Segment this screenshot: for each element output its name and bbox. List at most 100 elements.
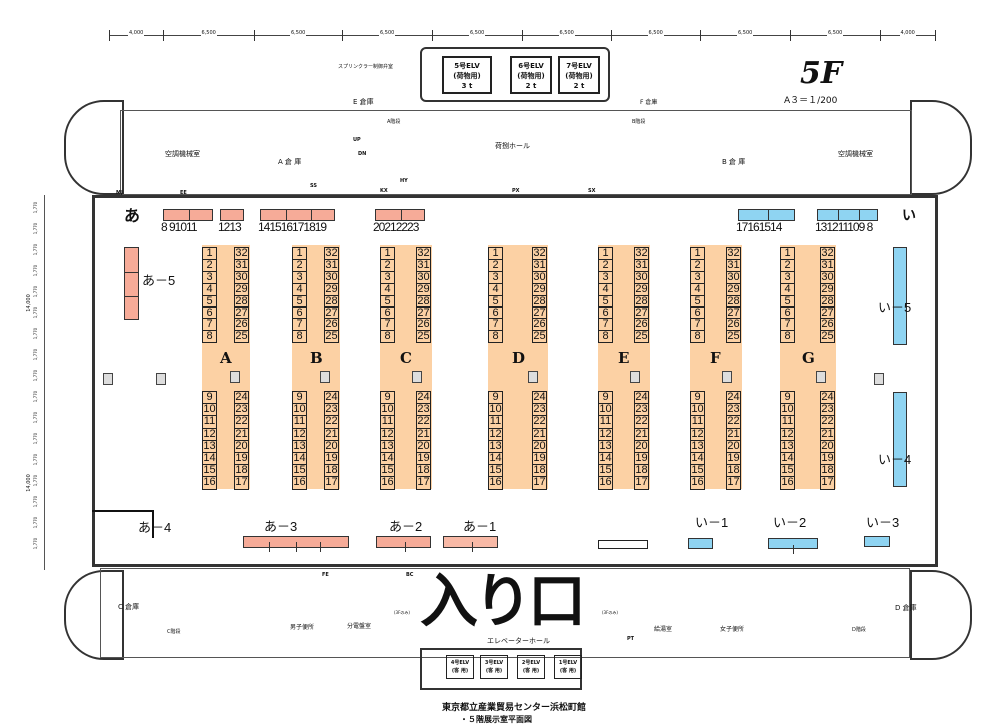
booth-i3[interactable] (864, 536, 890, 547)
booth-B-16[interactable]: 16 (292, 476, 307, 490)
booth-D-12[interactable]: 12 (488, 427, 503, 441)
top-booth-group[interactable] (260, 209, 335, 221)
booth-C-13[interactable]: 13 (380, 439, 395, 453)
booth-G-23[interactable]: 23 (820, 403, 835, 417)
booth-A-8[interactable]: 8 (202, 330, 217, 344)
booth-a2[interactable] (376, 536, 431, 552)
booth-G-21[interactable]: 21 (820, 427, 835, 441)
booth-E-23[interactable]: 23 (634, 403, 649, 417)
booth-F-20[interactable]: 20 (726, 439, 741, 453)
booth-A-22[interactable]: 22 (234, 415, 249, 429)
top-booth-group[interactable] (163, 209, 213, 221)
booth-F-18[interactable]: 18 (726, 464, 741, 478)
booth-A-20[interactable]: 20 (234, 439, 249, 453)
booth-B-12[interactable]: 12 (292, 427, 307, 441)
booth-C-20[interactable]: 20 (416, 439, 431, 453)
booth-A-17[interactable]: 17 (234, 476, 249, 490)
booth-B-22[interactable]: 22 (324, 415, 339, 429)
booth-A-12[interactable]: 12 (202, 427, 217, 441)
booth-G-20[interactable]: 20 (820, 439, 835, 453)
booth-F-8[interactable]: 8 (690, 330, 705, 344)
booth-G-16[interactable]: 16 (780, 476, 795, 490)
booth-B-8[interactable]: 8 (292, 330, 307, 344)
booth-D-13[interactable]: 13 (488, 439, 503, 453)
booth-E-16[interactable]: 16 (598, 476, 613, 490)
booth-B-20[interactable]: 20 (324, 439, 339, 453)
booth-G-13[interactable]: 13 (780, 439, 795, 453)
booth-A-15[interactable]: 15 (202, 464, 217, 478)
booth-D-11[interactable]: 11 (488, 415, 503, 429)
booth-C-8[interactable]: 8 (380, 330, 395, 344)
booth-i1[interactable] (688, 538, 713, 549)
booth-F-16[interactable]: 16 (690, 476, 705, 490)
top-booth-group[interactable] (738, 209, 795, 221)
booth-B-10[interactable]: 10 (292, 403, 307, 417)
booth-C-23[interactable]: 23 (416, 403, 431, 417)
booth-i2[interactable] (768, 538, 818, 554)
booth-G-17[interactable]: 17 (820, 476, 835, 490)
booth-F-23[interactable]: 23 (726, 403, 741, 417)
booth-A-16[interactable]: 16 (202, 476, 217, 490)
booth-D-10[interactable]: 10 (488, 403, 503, 417)
booth-F-11[interactable]: 11 (690, 415, 705, 429)
booth-D-8[interactable]: 8 (488, 330, 503, 344)
booth-a5[interactable] (124, 247, 139, 320)
top-booth-group[interactable] (220, 209, 244, 221)
booth-B-25[interactable]: 25 (324, 330, 339, 344)
booth-D-15[interactable]: 15 (488, 464, 503, 478)
booth-a1[interactable] (443, 536, 498, 552)
booth-D-18[interactable]: 18 (532, 464, 547, 478)
top-booth-group[interactable] (817, 209, 878, 221)
booth-E-12[interactable]: 12 (598, 427, 613, 441)
booth-G-11[interactable]: 11 (780, 415, 795, 429)
booth-F-15[interactable]: 15 (690, 464, 705, 478)
booth-A-25[interactable]: 25 (234, 330, 249, 344)
booth-E-10[interactable]: 10 (598, 403, 613, 417)
booth-E-21[interactable]: 21 (634, 427, 649, 441)
booth-i5[interactable] (893, 247, 907, 345)
booth-C-15[interactable]: 15 (380, 464, 395, 478)
booth-G-12[interactable]: 12 (780, 427, 795, 441)
booth-E-20[interactable]: 20 (634, 439, 649, 453)
booth-C-25[interactable]: 25 (416, 330, 431, 344)
booth-F-13[interactable]: 13 (690, 439, 705, 453)
booth-D-22[interactable]: 22 (532, 415, 547, 429)
booth-a4-area[interactable] (92, 510, 154, 538)
booth-E-11[interactable]: 11 (598, 415, 613, 429)
booth-G-8[interactable]: 8 (780, 330, 795, 344)
booth-B-13[interactable]: 13 (292, 439, 307, 453)
booth-G-15[interactable]: 15 (780, 464, 795, 478)
booth-C-12[interactable]: 12 (380, 427, 395, 441)
booth-F-22[interactable]: 22 (726, 415, 741, 429)
booth-B-23[interactable]: 23 (324, 403, 339, 417)
booth-C-18[interactable]: 18 (416, 464, 431, 478)
booth-E-8[interactable]: 8 (598, 330, 613, 344)
booth-E-25[interactable]: 25 (634, 330, 649, 344)
booth-B-11[interactable]: 11 (292, 415, 307, 429)
booth-F-12[interactable]: 12 (690, 427, 705, 441)
booth-D-20[interactable]: 20 (532, 439, 547, 453)
booth-F-25[interactable]: 25 (726, 330, 741, 344)
booth-a3[interactable] (243, 536, 349, 552)
booth-B-18[interactable]: 18 (324, 464, 339, 478)
booth-B-15[interactable]: 15 (292, 464, 307, 478)
booth-i4[interactable] (893, 392, 907, 487)
booth-C-21[interactable]: 21 (416, 427, 431, 441)
booth-E-22[interactable]: 22 (634, 415, 649, 429)
booth-B-17[interactable]: 17 (324, 476, 339, 490)
booth-G-10[interactable]: 10 (780, 403, 795, 417)
booth-D-16[interactable]: 16 (488, 476, 503, 490)
booth-F-17[interactable]: 17 (726, 476, 741, 490)
booth-G-25[interactable]: 25 (820, 330, 835, 344)
booth-A-18[interactable]: 18 (234, 464, 249, 478)
booth-F-21[interactable]: 21 (726, 427, 741, 441)
booth-C-17[interactable]: 17 (416, 476, 431, 490)
booth-B-21[interactable]: 21 (324, 427, 339, 441)
booth-A-21[interactable]: 21 (234, 427, 249, 441)
booth-C-10[interactable]: 10 (380, 403, 395, 417)
booth-A-13[interactable]: 13 (202, 439, 217, 453)
booth-G-22[interactable]: 22 (820, 415, 835, 429)
top-booth-group[interactable] (375, 209, 425, 221)
booth-A-23[interactable]: 23 (234, 403, 249, 417)
booth-D-23[interactable]: 23 (532, 403, 547, 417)
